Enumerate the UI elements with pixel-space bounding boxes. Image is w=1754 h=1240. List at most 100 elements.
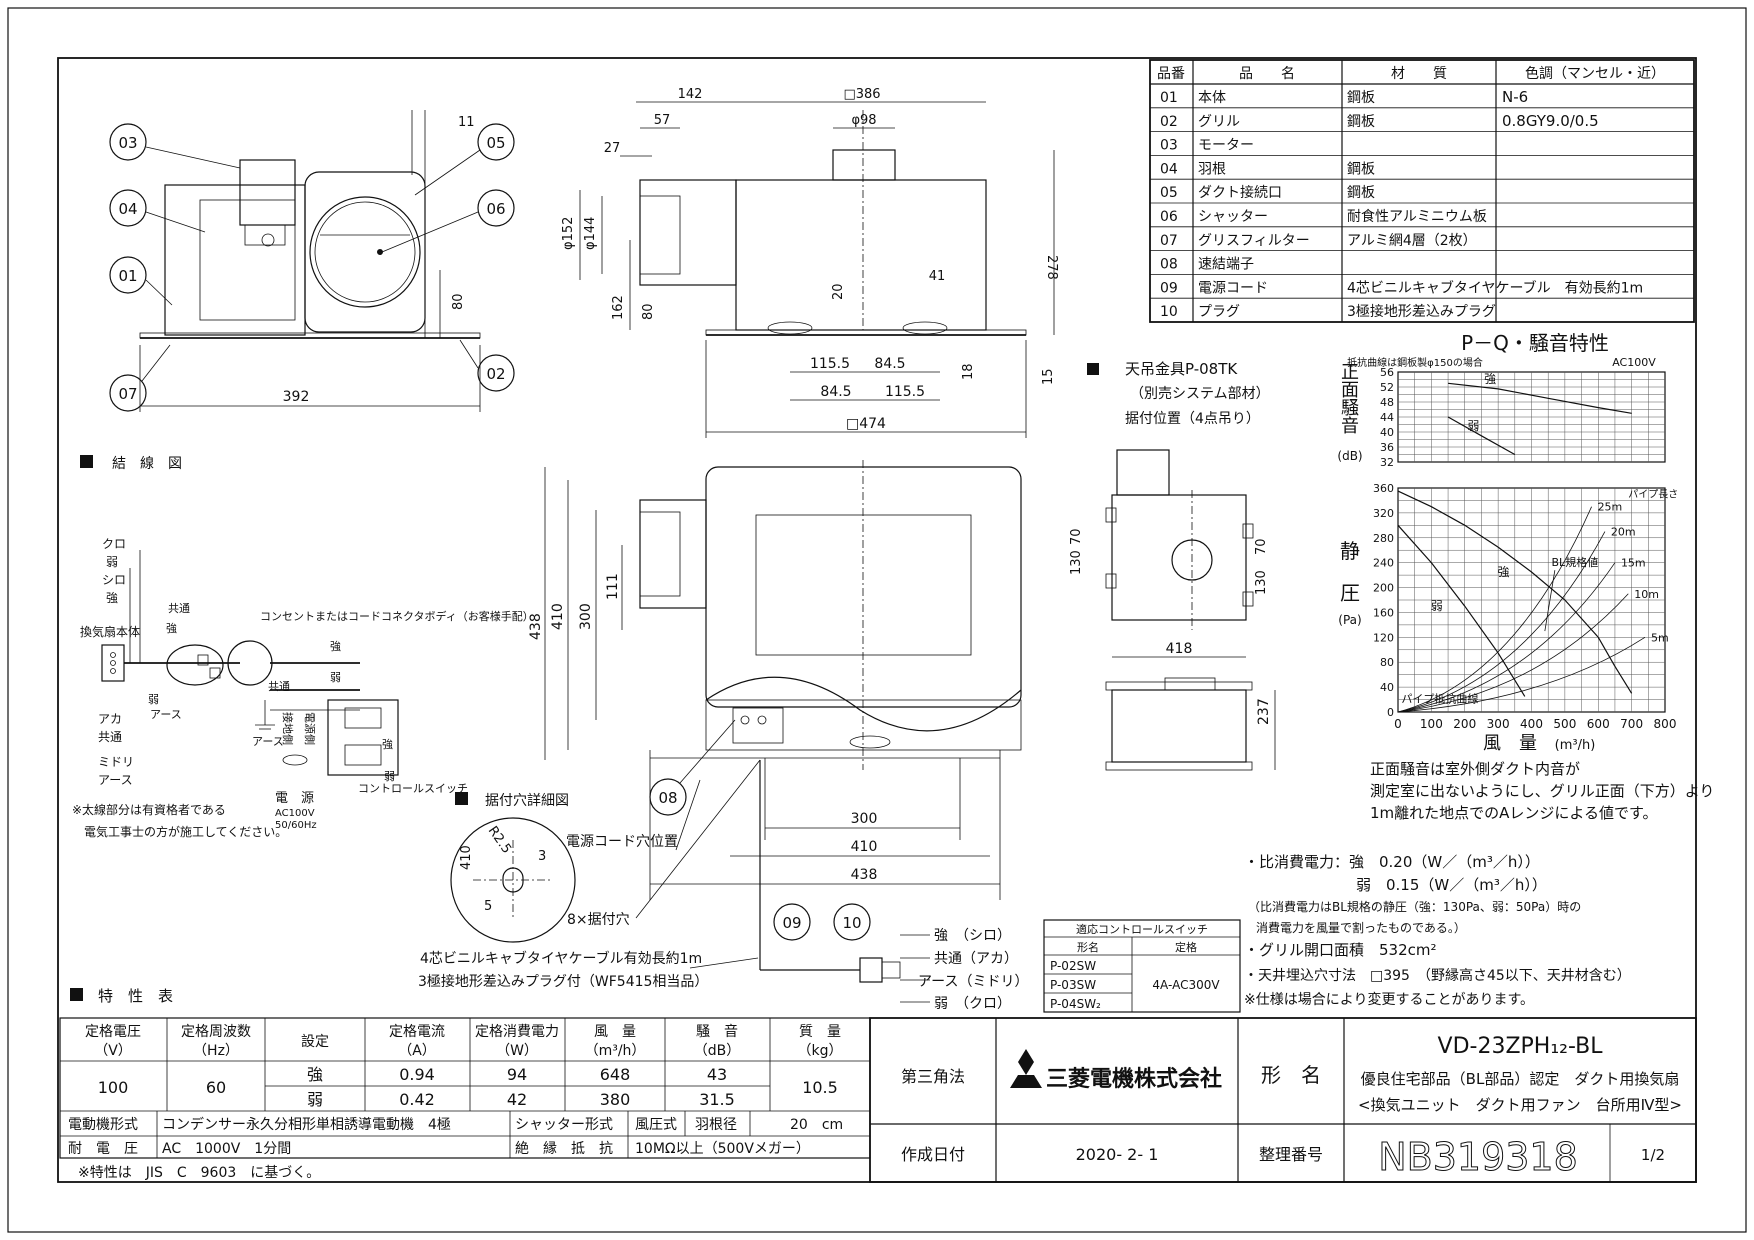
spec-cell: 31.5 bbox=[699, 1090, 735, 1109]
spec-header-unit: （W） bbox=[496, 1043, 538, 1059]
chart-title: P－Q・騒音特性 bbox=[1461, 331, 1609, 355]
noise-series-label: 弱 bbox=[1467, 419, 1479, 433]
bottom-dim-300v: 300 bbox=[578, 603, 594, 630]
spec-withstand-label: 耐 電 圧 bbox=[68, 1141, 138, 1157]
callout-05: 05 bbox=[486, 134, 505, 152]
parts-row-no: 05 bbox=[1160, 185, 1178, 201]
bracket-sub2: 据付位置（4点吊り） bbox=[1125, 411, 1260, 427]
callout-03: 03 bbox=[118, 134, 137, 152]
cord-position-label: 電源コード穴位置 bbox=[566, 834, 678, 850]
noise-ytick: 36 bbox=[1380, 441, 1394, 454]
parts-header-no: 品番 bbox=[1157, 66, 1185, 82]
dim-20: 20 bbox=[831, 283, 846, 300]
chart-note-1: 正面騒音は室外側ダクト内音が bbox=[1370, 760, 1580, 778]
pq-chart-area: P－Q・騒音特性 抵抗曲線は鋼板製φ150の場合 AC100V 正 面 騒 音 … bbox=[1337, 331, 1714, 822]
wire-denkigawa: 電源側 bbox=[303, 712, 317, 745]
parts-row-no: 01 bbox=[1160, 90, 1178, 106]
wire-kyo2: 強 bbox=[166, 622, 177, 635]
parts-row-name: 電源コード bbox=[1198, 280, 1268, 296]
parts-row-material: 4芯ビニルキャブタイヤケーブル 有効長約1m bbox=[1347, 279, 1643, 296]
spec-header: 騒 音 bbox=[696, 1023, 738, 1040]
spec-cell: 0.94 bbox=[399, 1065, 435, 1084]
spec-header: 設定 bbox=[301, 1034, 329, 1050]
parts-row-name: シャッター bbox=[1198, 209, 1268, 225]
noise-ylabel-1: 面 bbox=[1341, 380, 1359, 401]
dim-80-side: 80 bbox=[451, 293, 466, 310]
wire-kyotsu3: 共通 bbox=[268, 680, 290, 693]
spec-motor-label: 電動機形式 bbox=[68, 1117, 138, 1133]
spec-shutter-value: 風圧式 bbox=[635, 1117, 677, 1133]
dim-392: 392 bbox=[283, 389, 310, 405]
switch-rating: 4A-AC300V bbox=[1152, 978, 1220, 992]
wire-honntai: 換気扇本体 bbox=[80, 624, 140, 639]
outer-border bbox=[7, 7, 1747, 1233]
projection-label: 第三角法 bbox=[901, 1067, 965, 1086]
parts-row-material: アルミ網4層（2枚） bbox=[1347, 233, 1477, 249]
switch-model-2: P-04SW₂ bbox=[1050, 997, 1101, 1011]
wire-jaku4: 弱 bbox=[384, 770, 395, 783]
power-note-2: 弱 0.15（W／（m³／h）） bbox=[1356, 876, 1547, 894]
pressure-xtick: 400 bbox=[1520, 717, 1543, 731]
callout-06: 06 bbox=[486, 200, 505, 218]
pressure-xlabel: 風 量 bbox=[1483, 733, 1537, 754]
cable-label-2: 3極接地形差込みプラグ付（WF5415相当品） bbox=[418, 973, 708, 990]
bottom-view: 438 410 300 111 300 410 438 08 電源コード穴位置 … bbox=[418, 460, 1028, 1012]
noise-ytick: 48 bbox=[1380, 396, 1394, 409]
parts-header-color: 色調（マンセル・近） bbox=[1525, 65, 1665, 82]
pressure-xtick: 700 bbox=[1620, 717, 1643, 731]
wiring-note-1: ※太線部分は有資格者である bbox=[72, 802, 226, 817]
install-holes-label: 8×据付穴 bbox=[567, 912, 630, 928]
bottom-dim-300h: 300 bbox=[851, 811, 878, 827]
spec-cell: 0.42 bbox=[399, 1090, 435, 1109]
pressure-ytick: 280 bbox=[1373, 532, 1394, 545]
switch-table: 適応コントロールスイッチ 形名 定格 P-02SW P-03SW P-04SW₂… bbox=[1043, 919, 1241, 1013]
dim-11: 11 bbox=[458, 115, 475, 130]
dim-84-5-a: 84.5 bbox=[874, 356, 905, 372]
install-hole-detail: 据付穴詳細図 R2.5 410 3 5 bbox=[450, 792, 576, 943]
chart-note: 抵抗曲線は鋼板製φ150の場合 bbox=[1347, 356, 1483, 369]
spec-header: 定格電流 bbox=[389, 1024, 445, 1040]
pressure-xtick: 100 bbox=[1420, 717, 1443, 731]
spec-motor-value: コンデンサー永久分相形単相誘導電動機 4極 bbox=[162, 1116, 451, 1133]
hole-dim-410: 410 bbox=[459, 845, 474, 870]
pressure-ytick: 120 bbox=[1373, 631, 1394, 644]
noise-yunit: (dB) bbox=[1337, 449, 1362, 463]
cable-label-1: 4芯ビニルキャブタイヤケーブル有効長約1m bbox=[420, 950, 702, 967]
bottom-dim-111: 111 bbox=[605, 573, 621, 600]
wire-jaku1: 弱 bbox=[106, 555, 118, 569]
bracket-sub1: （別売システム部材） bbox=[1130, 386, 1270, 402]
wire-earth1: アース bbox=[98, 773, 133, 787]
pressure-xunit: (m³/h) bbox=[1555, 738, 1596, 753]
spec-frequency: 60 bbox=[206, 1078, 226, 1097]
noise-series-0 bbox=[1448, 382, 1632, 414]
parts-row-material: 鋼板 bbox=[1347, 185, 1375, 201]
parts-row-material: 鋼板 bbox=[1347, 161, 1375, 177]
dim-386: □386 bbox=[843, 87, 880, 102]
wire-kyo3: 強 bbox=[330, 640, 341, 653]
side-view: 03 04 01 07 05 06 02 11 80 392 bbox=[109, 110, 515, 412]
noise-ytick: 56 bbox=[1380, 366, 1394, 379]
bottom-dim-438v: 438 bbox=[528, 613, 544, 640]
parts-row-name: 羽根 bbox=[1198, 161, 1226, 177]
bracket-dim-237: 237 bbox=[1256, 698, 1272, 725]
switch-h1: 形名 bbox=[1077, 940, 1099, 954]
callout-01: 01 bbox=[118, 267, 137, 285]
dim-18: 18 bbox=[961, 363, 976, 380]
wiring-title: 結 線 図 bbox=[112, 456, 182, 472]
dim-15: 15 bbox=[1041, 368, 1056, 385]
pipe-resistance-curve bbox=[1397, 562, 1616, 713]
parts-row-name: モーター bbox=[1198, 138, 1254, 154]
power-note-6: ・天井埋込穴寸法 □395 （野縁高さ45以下、天井材含む） bbox=[1244, 967, 1631, 984]
pipe-length-label: 5m bbox=[1651, 631, 1669, 644]
parts-row-no: 04 bbox=[1160, 161, 1178, 177]
drawing-number: NB319318 bbox=[1378, 1135, 1578, 1179]
pressure-ytick: 80 bbox=[1380, 656, 1394, 669]
pressure-xtick: 300 bbox=[1487, 717, 1510, 731]
spec-cell: 42 bbox=[507, 1090, 527, 1109]
dim-162: 162 bbox=[611, 295, 626, 320]
wire-jaku3: 弱 bbox=[330, 671, 341, 684]
wire-kyo1: 強 bbox=[106, 591, 118, 605]
wiring-note-2: 電気工事士の方が施工してください。 bbox=[84, 824, 287, 839]
pressure-xtick: 500 bbox=[1553, 717, 1576, 731]
